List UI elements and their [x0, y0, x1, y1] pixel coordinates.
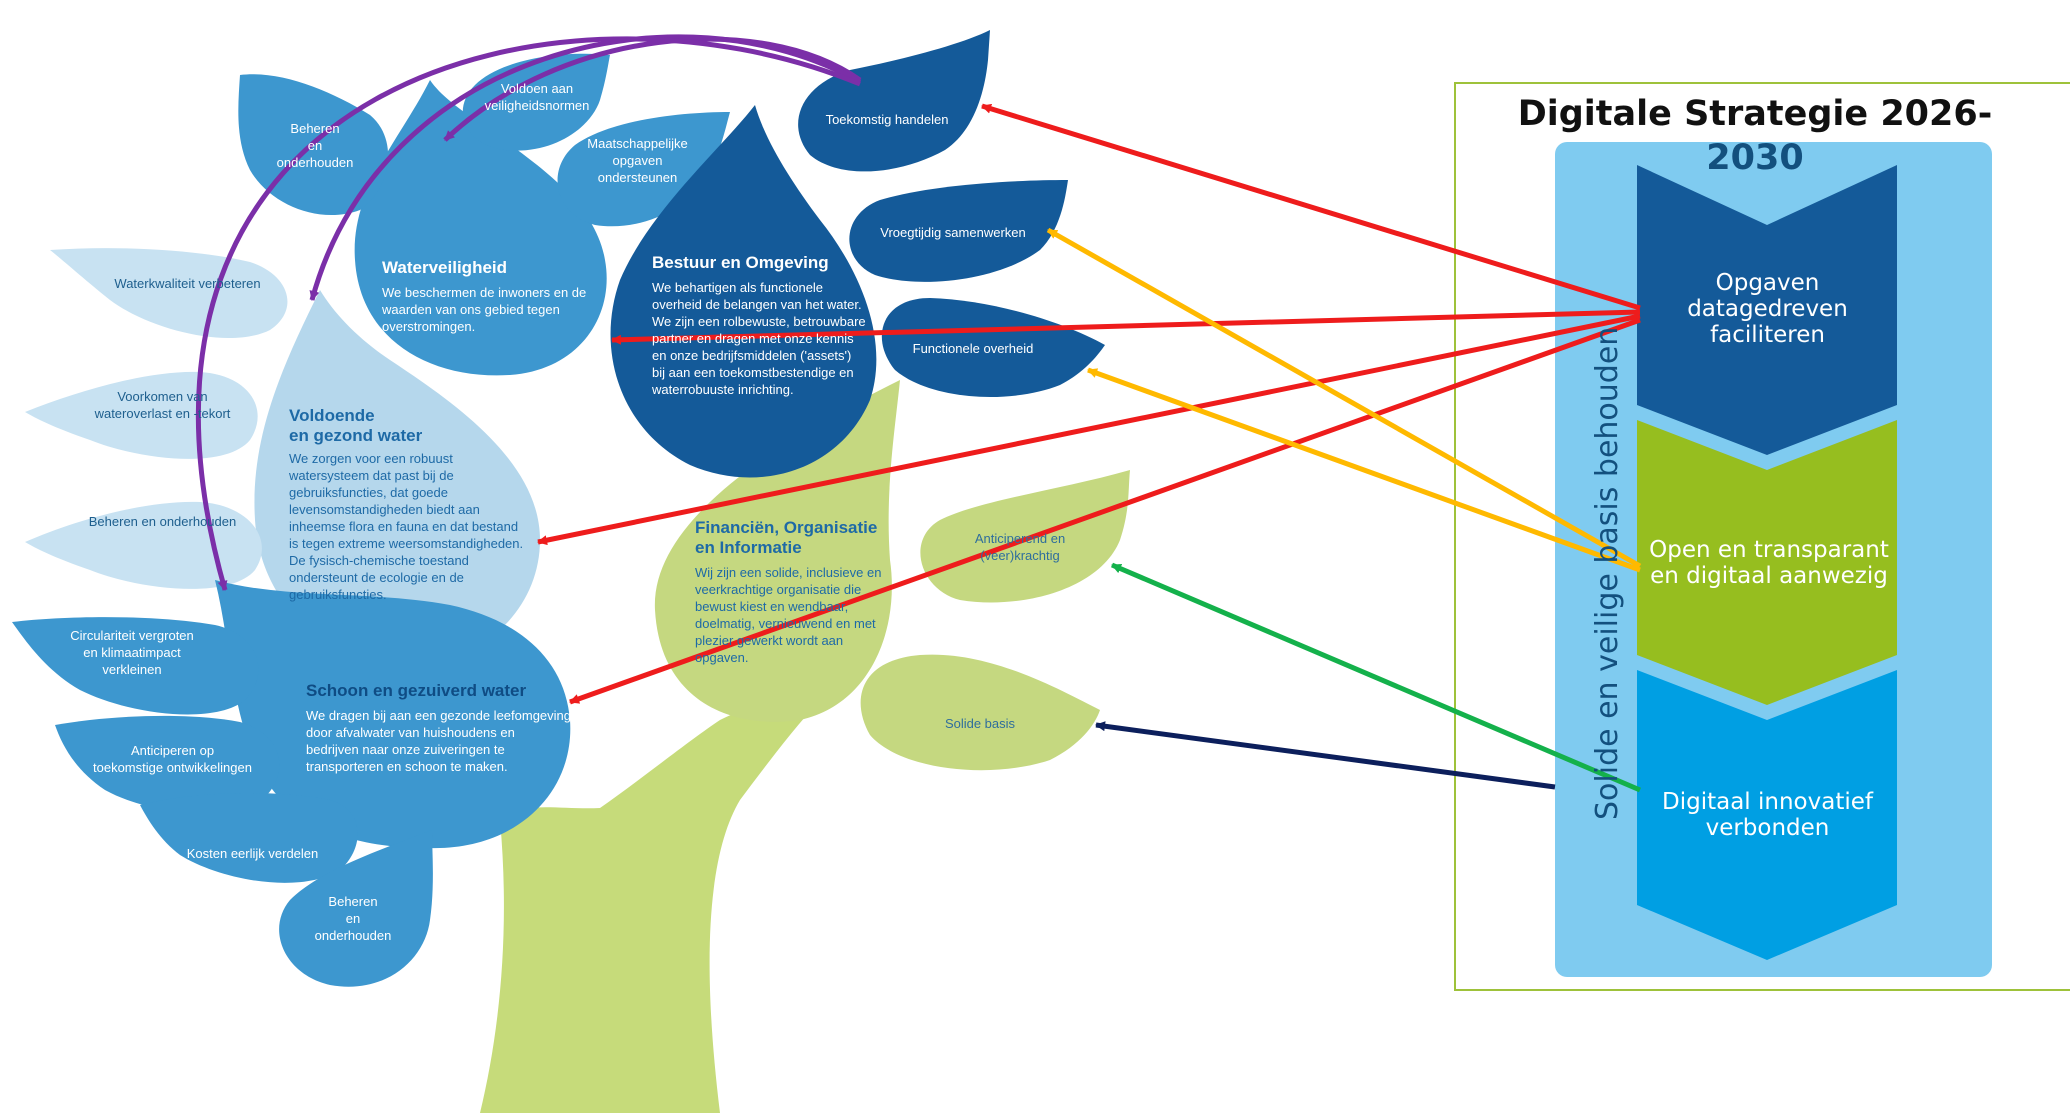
waterveiligheid-block: Waterveiligheid We beschermen de inwoner… [382, 258, 612, 335]
leaf-label-beheren-bottom: Beheren en onderhouden [314, 894, 392, 943]
bestuur-body: We behartigen als functionele overheid d… [652, 280, 866, 397]
chevron-label-open: Open en transparant en digitaal aanwezig [1649, 537, 1889, 589]
leaf-beheren-bottom [279, 830, 433, 987]
chevron-digitaal [1637, 670, 1897, 960]
strategy-title: Digitale Strategie 2026- 2030 [1455, 92, 2055, 180]
voldoende-block: Voldoende en gezond water We zorgen voor… [289, 406, 524, 603]
leaf-kosten [140, 793, 358, 883]
voldoende-title: Voldoende en gezond water [289, 406, 423, 445]
strategy-vertical-label: Solide en veilige basis behouden [1590, 326, 1625, 820]
strategy-title-line1: Digitale Strategie 2026- [1517, 94, 1993, 134]
arrow-purple-voldoende [309, 34, 862, 301]
chevron-label-opgaven: Opgaven datagedreven faciliteren [1687, 270, 1848, 348]
leaf-label-voldoen: Voldoen aan veiligheidsnormen [484, 81, 590, 113]
leaf-label-beheren-top: Beheren en onderhouden [276, 121, 354, 170]
leaf-bestuur [610, 105, 877, 478]
chevron-open [1637, 420, 1897, 705]
leaf-schoon [215, 580, 571, 849]
arrow-purple-schoon [195, 36, 861, 591]
leaf-anticiperen-toek [55, 715, 280, 814]
leaf-label-anticiperen-toek: Anticiperen op toekomstige ontwikkelinge… [93, 743, 252, 775]
strategy-panel-border [1454, 82, 2070, 991]
leaf-label-vroegtijdig: Vroegtijdig samenwerken [880, 225, 1026, 240]
leaf-vroegtijdig [849, 180, 1068, 282]
leaf-anticiperend [920, 470, 1130, 603]
leaf-label-circulariteit: Circulariteit vergroten en klimaatimpact… [70, 628, 194, 677]
arrow-purple-voldoen [443, 36, 862, 142]
leaf-beheren-mid [25, 501, 262, 589]
leaf-label-functionele: Functionele overheid [912, 341, 1034, 356]
leaf-circulariteit [12, 617, 259, 715]
leaf-waterkwaliteit [50, 248, 288, 339]
leaf-functionele [881, 298, 1105, 397]
arrow-red-voldoende [537, 313, 1641, 546]
schoon-title: Schoon en gezuiverd water [306, 681, 527, 700]
leaf-label-toekomstig: Toekomstig handelen [825, 112, 949, 127]
arrow-navy-solide [1095, 721, 1556, 790]
tree-trunk [480, 690, 830, 1113]
arrow-yellow-vroegtijdig [1046, 227, 1642, 569]
leaf-waterveiligheid [354, 80, 607, 376]
chevron-opgaven [1637, 165, 1897, 455]
leaf-label-kosten: Kosten eerlijk verdelen [186, 846, 319, 861]
bestuur-title: Bestuur en Omgeving [652, 253, 829, 272]
schoon-block: Schoon en gezuiverd water We dragen bij … [306, 681, 571, 775]
bestuur-block: Bestuur en Omgeving We behartigen als fu… [652, 253, 867, 398]
leaf-voldoende [254, 290, 540, 666]
arrow-green-anticiperend [1111, 562, 1641, 793]
waterveiligheid-body: We beschermen de inwoners en de waarden … [382, 285, 587, 334]
financien-block: Financiën, Organisatie en Informatie Wij… [695, 518, 895, 666]
leaf-label-waterkwaliteit: Waterkwaliteit verbeteren [114, 276, 261, 291]
chevron-label-digitaal: Digitaal innovatief verbonden [1662, 789, 1873, 841]
waterveiligheid-title: Waterveiligheid [382, 258, 508, 277]
arrow-red-waterveiligheid [611, 309, 1641, 345]
voldoende-body: We zorgen voor een robuust watersysteem … [289, 451, 524, 602]
schoon-body: We dragen bij aan een gezonde leefomgevi… [306, 708, 572, 774]
leaf-toekomstig [798, 30, 990, 172]
leaf-financien [654, 380, 900, 722]
arrow-red-schoon [569, 317, 1641, 705]
financien-title: Financiën, Organisatie en Informatie [695, 518, 878, 557]
arrow-red-toekomstig [981, 103, 1641, 311]
leaf-label-voorkomen: Voorkomen van wateroverlast en -tekort [94, 389, 231, 421]
leaf-label-solide: Solide basis [944, 716, 1016, 731]
leaf-label-anticiperend: Anticiperend en (veer)krachtig [974, 531, 1066, 563]
leaf-label-maatschappelijke: Maatschappelijke opgaven ondersteunen [587, 136, 688, 185]
leaf-label-beheren-mid: Beheren en onderhouden [88, 514, 237, 529]
financien-body: Wij zijn een solide, inclusieve en veerk… [695, 565, 882, 665]
leaf-solide [860, 654, 1100, 771]
arrow-yellow-functionele [1087, 367, 1641, 573]
strategy-title-line2: 2030 [1706, 138, 1804, 178]
